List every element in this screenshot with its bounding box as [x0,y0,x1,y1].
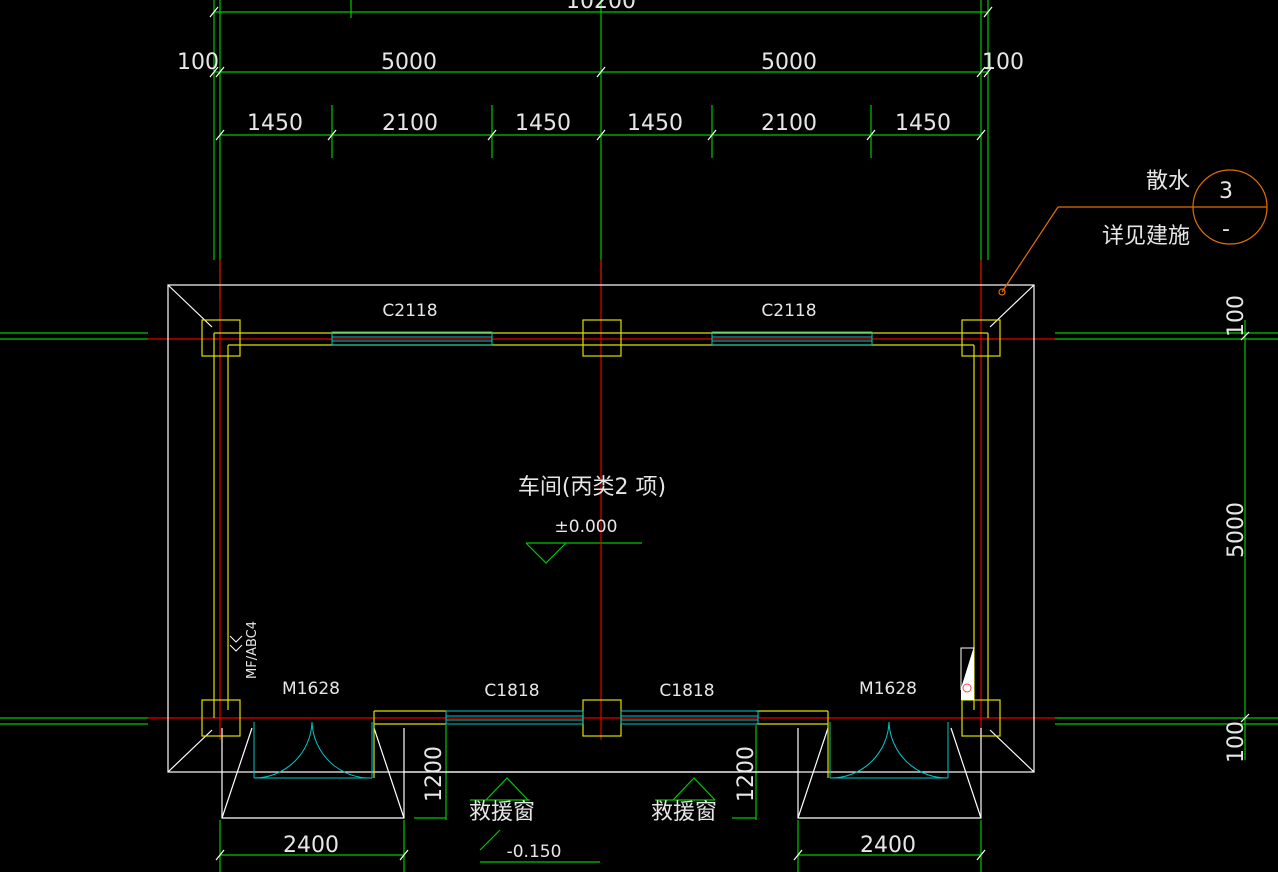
exterior-level: -0.150 [507,842,562,862]
window-label-bottom-left: C1818 [484,681,539,701]
room-level: ±0.000 [555,517,618,537]
overall-dim-text: 10200 [566,0,636,14]
window-label-top-right: C2118 [761,301,816,321]
dim-tier2-1: 1450 [247,111,303,136]
bottom-dim-left: 2400 [283,833,339,858]
door-label-left: M1628 [282,679,340,699]
extinguisher-symbol [229,635,975,700]
dim-tier1-2: 5000 [381,50,437,75]
building-outline [167,284,1035,819]
callout-label-top: 散水 [1146,169,1190,194]
dim-tier2-5: 2100 [761,111,817,136]
bottom-dim-right: 2400 [860,833,916,858]
dimension-ticks [209,6,1250,861]
callout-label-bottom: 详见建施 [1102,224,1190,249]
room-name: 车间(丙类2 项) [518,475,666,500]
rescue-label-right: 救援窗 [651,800,717,825]
red-axis-lines [148,260,1055,740]
dim-tier1-1: 100 [177,50,219,75]
dim-tier2-6: 1450 [895,111,951,136]
dim-tier1-4: 100 [982,50,1024,75]
section-callout [998,169,1268,296]
dim-tier1-3: 5000 [761,50,817,75]
rescue-label-left: 救援窗 [469,800,535,825]
window-label-top-left: C2118 [382,301,437,321]
right-dim-mid: 5000 [1224,502,1249,558]
rescue-dim-right: 1200 [734,746,759,802]
extinguisher-tag: MF/ABC4 [245,621,260,679]
callout-circle-top: 3 [1219,179,1233,204]
dim-tier2-4: 1450 [627,111,683,136]
right-dim-bottom: 100 [1224,721,1249,763]
callout-circle-bottom: - [1222,217,1230,242]
glazing [253,331,949,779]
door-label-right: M1628 [859,679,917,699]
window-label-bottom-right: C1818 [659,681,714,701]
dim-tier2-3: 1450 [515,111,571,136]
right-dim-top: 100 [1224,295,1249,337]
dim-tier2-2: 2100 [382,111,438,136]
rescue-dim-left: 1200 [422,746,447,802]
